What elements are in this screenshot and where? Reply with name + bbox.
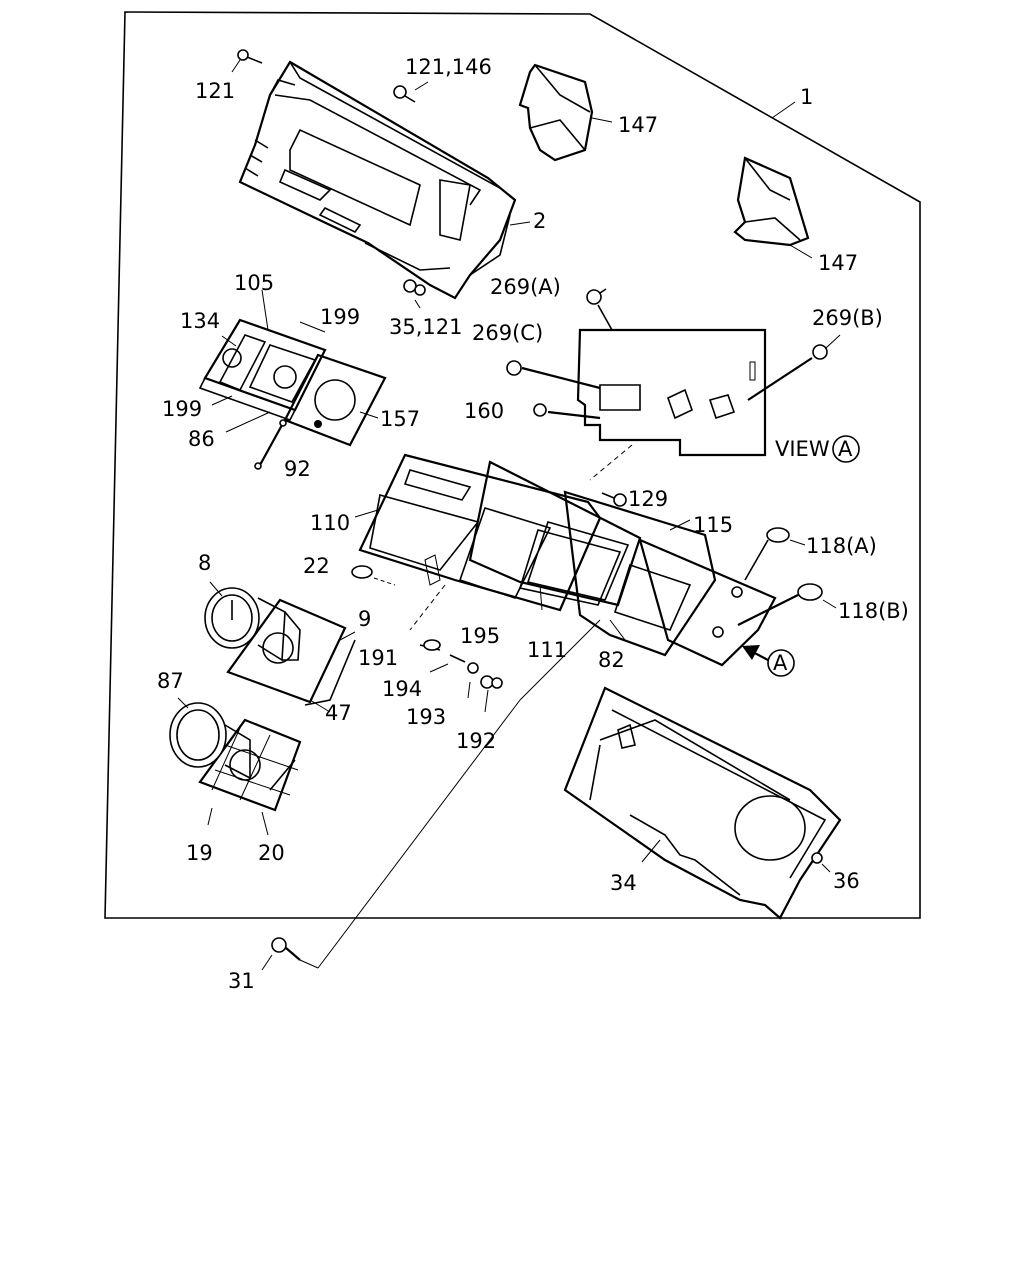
label-129: 129 (628, 487, 668, 511)
view-mark: A (838, 437, 853, 461)
part-111-frame (468, 460, 642, 611)
label-118b: 118(B) (838, 599, 909, 623)
label-1: 1 (800, 85, 813, 109)
assembly-boundary (104, 11, 921, 919)
label-191: 191 (358, 646, 398, 670)
label-194: 194 (382, 677, 422, 701)
part-115-case (563, 490, 717, 657)
label-195: 195 (460, 624, 500, 648)
small-gauge-cluster (198, 318, 327, 421)
part-147-hood-b (733, 156, 813, 259)
screw-269c (506, 360, 601, 390)
bulb-118a (744, 527, 806, 581)
arrow-a-label: A (767, 649, 795, 677)
label-147-b: 147 (818, 251, 858, 275)
label-269c: 269(C) (472, 321, 543, 345)
screw-31 (261, 937, 319, 971)
gauge-8 (204, 581, 356, 713)
label-199-b: 199 (162, 397, 202, 421)
circuit-board (576, 328, 767, 457)
leader-board-to-129 (589, 444, 633, 481)
screw-121-146 (393, 81, 429, 103)
gauge-87 (169, 697, 302, 836)
label-34: 34 (610, 871, 637, 895)
label-121: 121 (195, 79, 235, 103)
label-192: 192 (456, 729, 496, 753)
label-2: 2 (533, 209, 546, 233)
label-121-146: 121,146 (405, 55, 492, 79)
part-82-plate (609, 538, 777, 667)
label-19: 19 (186, 841, 213, 865)
view-label: VIEW (775, 437, 830, 461)
label-47: 47 (325, 701, 352, 725)
hardware-191-195 (409, 554, 503, 713)
screw-160 (533, 403, 601, 420)
screw-36 (811, 852, 831, 873)
screw-35-121 (403, 279, 426, 309)
label-35-121: 35,121 (389, 315, 462, 339)
screw-129 (601, 492, 627, 507)
label-31: 31 (228, 969, 255, 993)
label-157: 157 (380, 407, 420, 431)
label-118a: 118(A) (806, 534, 877, 558)
label-199-a: 199 (320, 305, 360, 329)
label-22: 22 (303, 554, 330, 578)
screw-269a (586, 288, 613, 331)
label-269a: 269(A) (490, 275, 561, 299)
label-86: 86 (188, 427, 215, 451)
part-2-cover (238, 60, 517, 300)
label-147-a: 147 (618, 113, 658, 137)
part-92-pin (254, 419, 287, 470)
gauge-cluster-leaders (211, 289, 326, 433)
label-160: 160 (464, 399, 504, 423)
label-20: 20 (258, 841, 285, 865)
label-193: 193 (406, 705, 446, 729)
screw-22 (351, 565, 396, 586)
view-a-arrow (742, 645, 769, 661)
screw-269b (747, 334, 841, 401)
bulb-118b (737, 583, 837, 626)
label-110: 110 (310, 511, 350, 535)
label-9: 9 (358, 607, 371, 631)
part-110-lens (354, 453, 602, 612)
label-92: 92 (284, 457, 311, 481)
leader-to-31 (317, 619, 601, 969)
label-82: 82 (598, 648, 625, 672)
part-147-hood-a (518, 63, 613, 162)
label-87: 87 (157, 669, 184, 693)
label-111: 111 (527, 638, 567, 662)
label-36: 36 (833, 869, 860, 893)
arrow-mark: A (773, 651, 788, 675)
misc-leaders (509, 101, 796, 226)
screw-121 (231, 49, 263, 73)
label-134: 134 (180, 309, 220, 333)
label-115: 115 (693, 513, 733, 537)
view-a-label: VIEW A (775, 435, 860, 463)
label-269b: 269(B) (812, 306, 883, 330)
label-105: 105 (234, 271, 274, 295)
part-34-housing (563, 686, 842, 920)
label-8: 8 (198, 551, 211, 575)
part-157-dial (283, 353, 387, 447)
